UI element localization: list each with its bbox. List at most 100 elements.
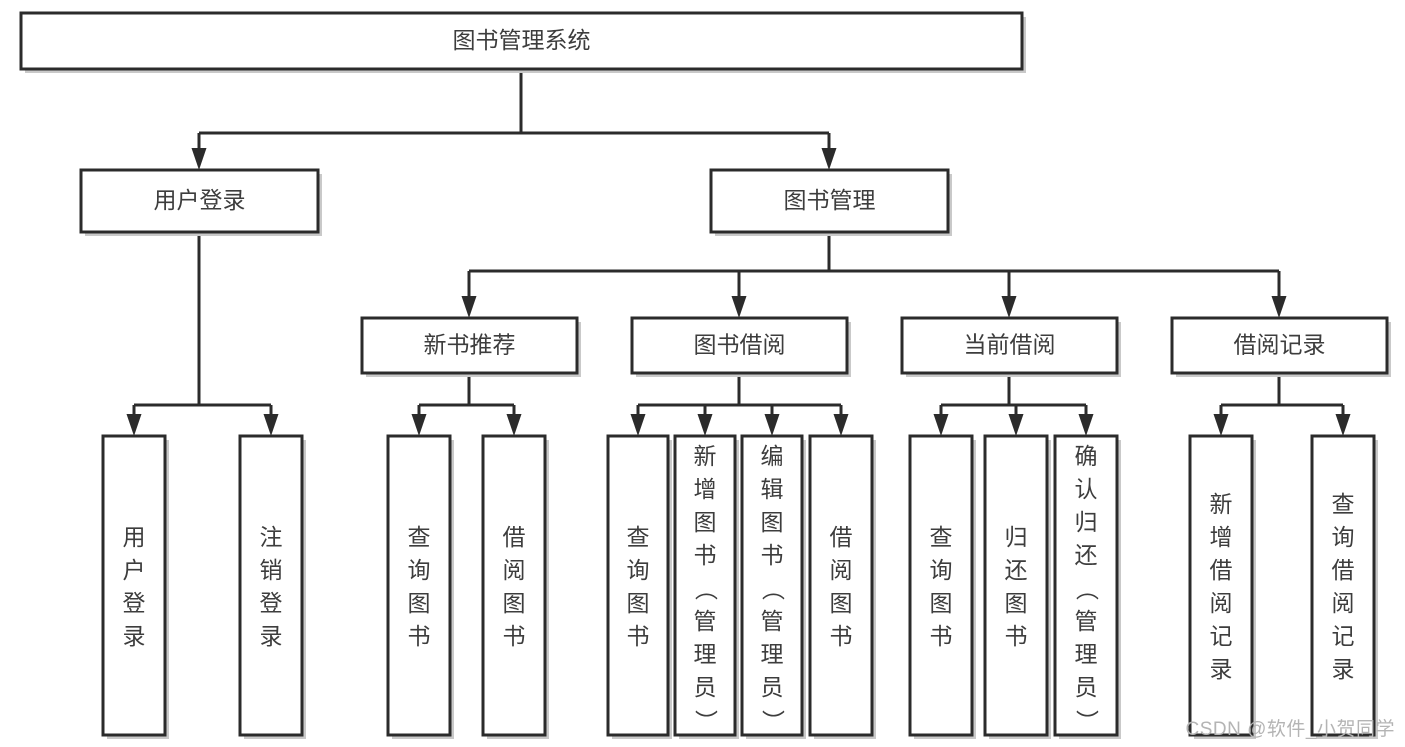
- node-box[interactable]: [900, 316, 1119, 375]
- node-box[interactable]: [101, 434, 167, 737]
- node-label-char: 管: [1075, 608, 1098, 634]
- node-box[interactable]: [606, 434, 670, 737]
- node-label-char: 询: [930, 557, 953, 583]
- node-label-char: ）: [1074, 710, 1100, 733]
- node-label-char: 增: [1210, 524, 1233, 550]
- node-box[interactable]: [481, 434, 547, 737]
- node-leaf-user-login[interactable]: 用户登录: [101, 434, 169, 739]
- node-layer: 图书管理系统用户登录图书管理新书推荐图书借阅当前借阅借阅记录用户登录注销登录查询…: [19, 11, 1391, 739]
- connector-book-management-to-level2: [461, 232, 1287, 318]
- node-box[interactable]: [630, 316, 849, 375]
- node-label-char: （: [760, 578, 786, 601]
- node-current-borrow[interactable]: 当前借阅: [900, 316, 1121, 377]
- node-book-borrow[interactable]: 图书借阅: [630, 316, 851, 377]
- node-label-char: 书: [830, 623, 853, 649]
- arrow-head-icon: [191, 148, 207, 170]
- arrow-head-icon: [1335, 414, 1351, 436]
- node-label-char: （: [693, 578, 719, 601]
- node-label-char: 还: [1075, 542, 1098, 568]
- node-label-char: 图: [830, 590, 853, 616]
- node-label-char: 还: [1005, 557, 1028, 583]
- node-box[interactable]: [238, 434, 304, 737]
- node-box[interactable]: [386, 434, 452, 737]
- node-borrow-record[interactable]: 借阅记录: [1170, 316, 1391, 377]
- node-user-login[interactable]: 用户登录: [79, 168, 322, 236]
- node-label-char: 新: [1210, 491, 1233, 517]
- node-label-char: 阅: [1332, 590, 1355, 616]
- node-label: 借阅记录: [1234, 332, 1326, 358]
- node-label-char: 书: [761, 542, 784, 568]
- arrow-head-icon: [764, 414, 780, 436]
- node-label-char: 询: [408, 557, 431, 583]
- node-box[interactable]: [1310, 434, 1376, 737]
- node-box[interactable]: [79, 168, 320, 234]
- node-book-management[interactable]: 图书管理: [709, 168, 952, 236]
- arrow-head-icon: [263, 414, 279, 436]
- connector-layer: [126, 69, 1351, 436]
- node-label-char: 书: [1005, 623, 1028, 649]
- node-label-char: 查: [1332, 491, 1355, 517]
- node-label-char: 新: [694, 443, 717, 469]
- node-new-book-recommend[interactable]: 新书推荐: [360, 316, 581, 377]
- connector-user-login-to-leaves: [126, 232, 279, 436]
- node-box[interactable]: [808, 434, 874, 737]
- node-box[interactable]: [709, 168, 950, 234]
- node-box[interactable]: [1170, 316, 1389, 375]
- node-label-char: 理: [761, 641, 784, 667]
- node-label-char: 借: [1332, 557, 1355, 583]
- node-label-char: 登: [123, 590, 146, 616]
- node-box[interactable]: [673, 434, 737, 737]
- node-label-char: 书: [627, 623, 650, 649]
- node-label-char: 图: [761, 509, 784, 535]
- node-label: 图书管理: [784, 187, 876, 213]
- arrow-head-icon: [1213, 414, 1229, 436]
- node-box[interactable]: [1053, 434, 1119, 737]
- node-label-char: 图: [1005, 590, 1028, 616]
- node-label-char: 书: [503, 623, 526, 649]
- arrow-head-icon: [697, 414, 713, 436]
- node-label-char: 员: [1075, 674, 1098, 700]
- arrow-head-icon: [1001, 296, 1017, 318]
- node-box[interactable]: [983, 434, 1049, 737]
- node-label-char: （: [1074, 578, 1100, 601]
- node-box[interactable]: [740, 434, 804, 737]
- arrow-head-icon: [1078, 414, 1094, 436]
- node-label-char: ）: [693, 710, 719, 733]
- node-label-char: 图: [503, 590, 526, 616]
- node-label-char: 查: [408, 524, 431, 550]
- node-box[interactable]: [908, 434, 974, 737]
- node-root[interactable]: 图书管理系统: [19, 11, 1026, 73]
- node-label-char: 阅: [1210, 590, 1233, 616]
- node-label: 新书推荐: [424, 332, 516, 358]
- node-box[interactable]: [1188, 434, 1254, 737]
- node-label: 图书管理系统: [453, 27, 591, 53]
- node-label-char: 书: [694, 542, 717, 568]
- node-box[interactable]: [19, 11, 1024, 71]
- connector-new-book-recommend-to-leaves: [411, 373, 522, 436]
- arrow-head-icon: [731, 296, 747, 318]
- node-box[interactable]: [360, 316, 579, 375]
- node-label-char: 借: [503, 524, 526, 550]
- connector-current-borrow-to-leaves: [933, 373, 1094, 436]
- node-label-char: 查: [627, 524, 650, 550]
- node-label-char: 辑: [761, 476, 784, 502]
- node-label-char: 图: [627, 590, 650, 616]
- arrow-head-icon: [821, 148, 837, 170]
- node-label-char: 阅: [830, 557, 853, 583]
- arrow-head-icon: [126, 414, 142, 436]
- node-label-char: 增: [694, 476, 717, 502]
- connector-root-to-level1: [191, 69, 837, 170]
- node-label-char: 户: [123, 557, 146, 583]
